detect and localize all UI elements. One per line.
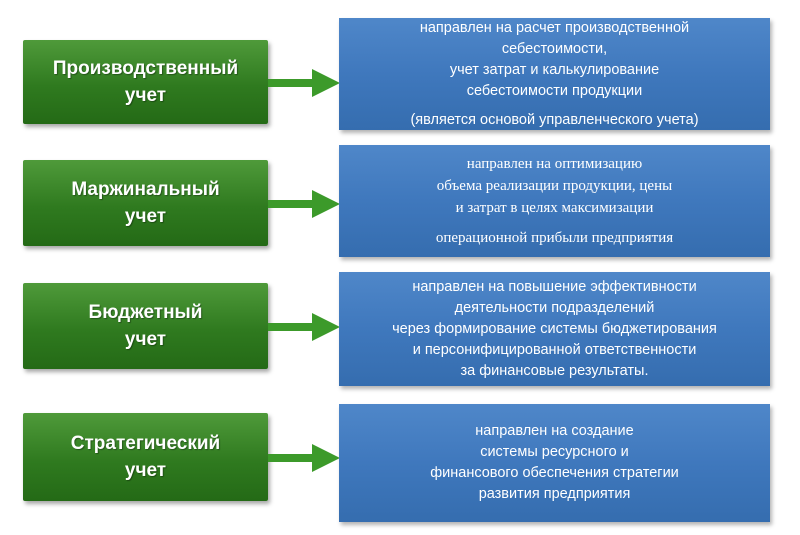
arrow-right-icon [268,444,340,472]
description-line: учет затрат и калькулирование [449,61,660,78]
description-line: за финансовые результаты. [460,362,649,379]
description-line: системы ресурсного и [480,444,629,460]
category-box-budget: Бюджетный учет [23,283,268,369]
description-line: направлен на повышение эффективности [412,278,697,295]
category-label: Маржинальный учет [71,179,220,227]
description-box-production: направлен на расчет производственной себ… [339,18,770,130]
description-line: и персонифицированной ответственности [412,341,697,358]
description-line: финансового обеспечения стратегии [430,465,679,481]
category-label: Производственный учет [52,58,239,106]
category-label: Бюджетный учет [88,302,203,350]
description-line: и затрат в целях максимизации [455,200,654,216]
description-line: через формирование системы бюджетировани… [392,320,717,337]
description-box-budget: направлен на повышение эффективности дея… [339,272,770,386]
category-box-production: Производственный учет [23,40,268,124]
description-line: развития предприятия [478,486,631,502]
description-line: себестоимости продукции [466,82,643,99]
description-line: направлен на оптимизацию [466,156,643,172]
description-line: операционной прибыли предприятия [435,230,674,246]
arrow-right-icon [268,69,340,97]
description-line: направлен на расчет производственной [419,19,690,36]
description-line: направлен на создание [475,423,634,439]
description-box-strategic: направлен на создание системы ресурсного… [339,404,770,522]
description-line: (является основой управленческого учета) [410,111,699,128]
description-box-marginal: направлен на оптимизацию объема реализац… [339,145,770,257]
description-line: себестоимости, [501,40,608,57]
description-line: деятельности подразделений [454,299,655,316]
category-box-strategic: Стратегический учет [23,413,268,501]
arrow-right-icon [268,190,340,218]
description-line: объема реализации продукции, цены [436,178,673,194]
arrow-right-icon [268,313,340,341]
category-box-marginal: Маржинальный учет [23,160,268,246]
category-label: Стратегический учет [70,433,221,481]
